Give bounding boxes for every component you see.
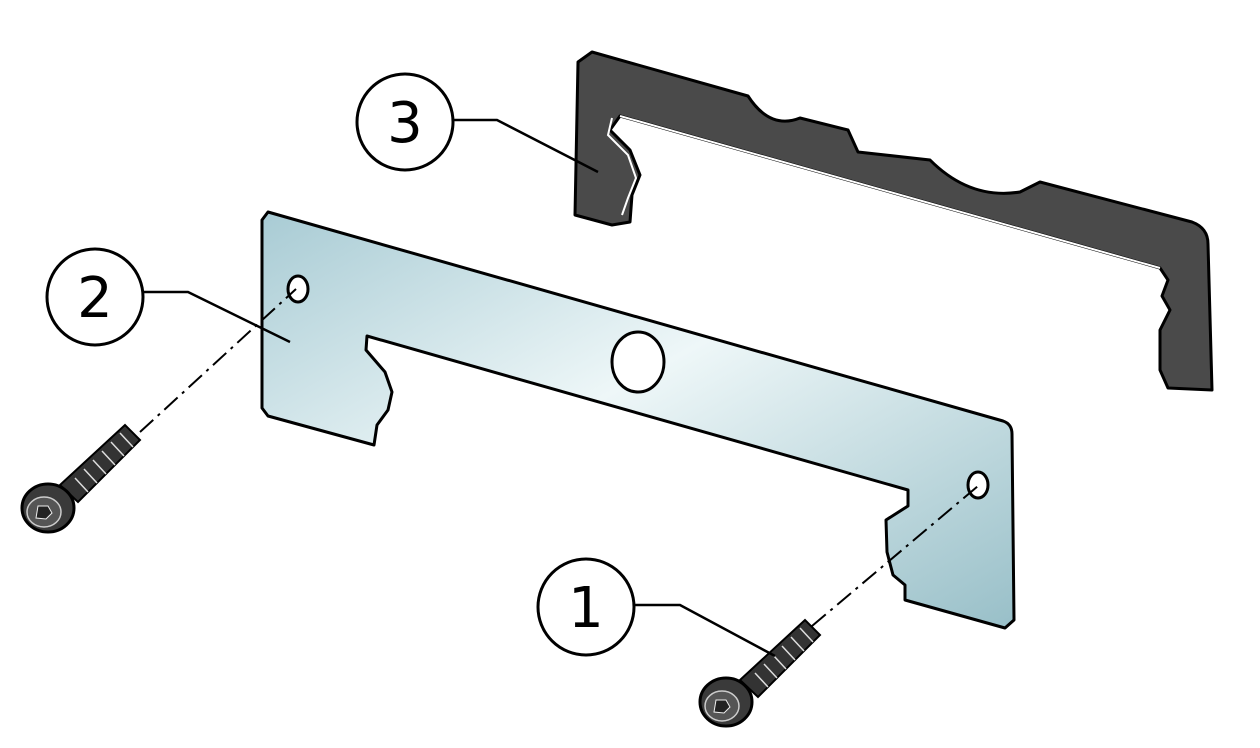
screw-axis-left bbox=[139, 288, 297, 433]
callout-1: 1 bbox=[536, 557, 776, 658]
callout-label: 3 bbox=[387, 91, 423, 156]
hex-socket-icon bbox=[713, 699, 731, 714]
screw-axis-right bbox=[811, 485, 979, 627]
callout-2: 2 bbox=[45, 247, 291, 347]
frame-part bbox=[573, 50, 1214, 392]
callout-label: 1 bbox=[568, 576, 604, 641]
screw-left bbox=[20, 423, 142, 534]
plate-hole-left bbox=[286, 274, 310, 304]
screw-right bbox=[698, 618, 822, 728]
plate-center-hole bbox=[610, 330, 666, 394]
mounting-plate-part bbox=[260, 210, 1016, 630]
hex-socket-icon bbox=[35, 505, 53, 520]
callout-label: 2 bbox=[77, 266, 113, 331]
callout-3: 3 bbox=[355, 72, 599, 174]
plate-hole-right bbox=[966, 470, 990, 500]
